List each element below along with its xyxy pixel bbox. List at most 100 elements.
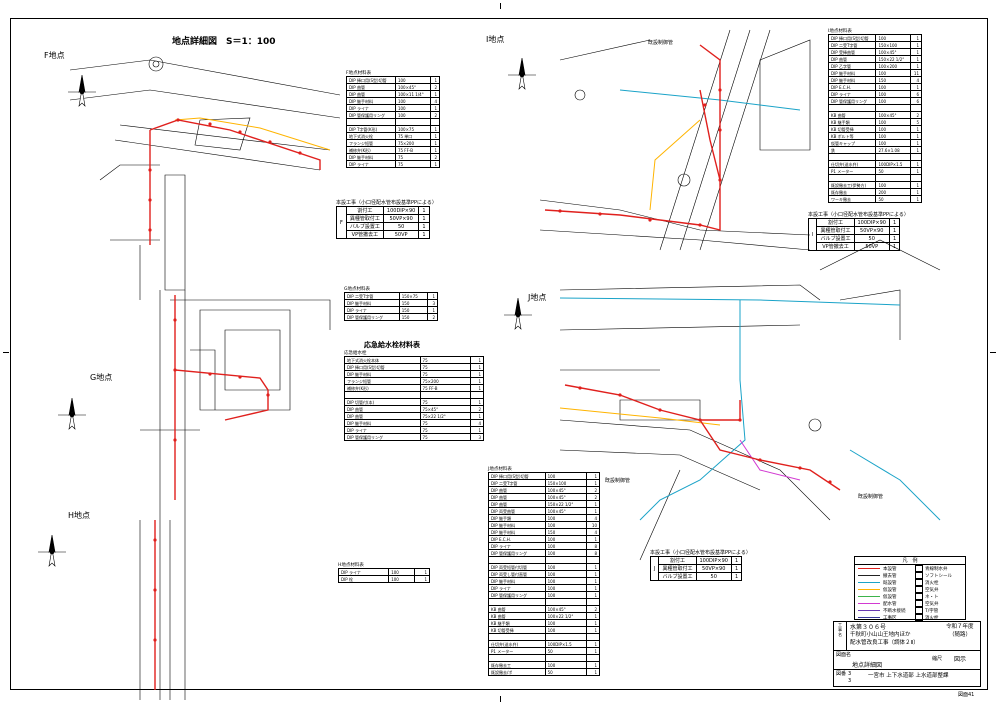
material-qty: 1 (909, 125, 923, 133)
material-size: 100 (544, 619, 587, 627)
material-size: 150 (398, 306, 428, 314)
legend-symbol-label: 消火栓 (925, 615, 939, 621)
legend-item: 撤去管ソフトシール (855, 572, 965, 579)
center-mark-top (500, 3, 501, 9)
material-name: 仮管キャップ (827, 139, 877, 147)
north-arrow-h (38, 534, 66, 567)
work-location-no: I (807, 218, 818, 251)
material-qty: 8 (585, 549, 601, 557)
work-spec: 50VP×90 (853, 226, 890, 235)
work-qty: 1 (888, 242, 901, 251)
legend-label: 仮設管 (883, 587, 897, 593)
map-label-existing-2: 既設制御管 (605, 478, 631, 484)
material-qty (585, 633, 601, 641)
material-qty: 10 (585, 521, 601, 529)
material-size: 100 (544, 577, 587, 585)
legend-item: 配水管空気弁 (855, 600, 965, 607)
work-qty: 1 (730, 572, 743, 581)
material-qty: 1 (430, 125, 440, 133)
j-site-map (559, 239, 941, 561)
emergency-title: 応急給水栓材料表 (364, 341, 420, 349)
material-qty: 1 (585, 619, 601, 627)
material-qty: 1 (909, 146, 923, 154)
emergency-subtitle: 応急給水栓 (344, 351, 367, 356)
material-size: 75 FF-B (419, 384, 471, 392)
material-qty: 8 (585, 542, 601, 550)
work-item: 異種管取付工 (658, 564, 697, 573)
material-name: KB 切管受挿 (827, 125, 877, 133)
material-qty: 1 (426, 292, 439, 300)
drawing-name: 地点詳細図 (852, 662, 883, 669)
legend-symbol-icon (915, 614, 923, 621)
f-new-pipe (149, 119, 321, 170)
legend-label: 撤去管 (883, 573, 897, 579)
work-item: 異種管取付工 (816, 226, 855, 235)
material-name (827, 104, 877, 112)
material-qty: 1 (469, 412, 485, 420)
material-qty (585, 556, 601, 564)
j-work-title: 本設工事（小口径配水管布設基準PPによる） (650, 550, 751, 556)
work-item: VP管撤去工 (345, 230, 384, 239)
legend-symbol-label: 消火栓 (925, 580, 939, 586)
material-size (544, 598, 587, 606)
material-size (544, 556, 587, 564)
material-size: 150×22 1/2° (875, 55, 911, 63)
material-size: 100×45° (875, 48, 911, 56)
material-qty: 1 (469, 384, 485, 392)
material-name: 仕切弁(送水弁) (827, 160, 877, 168)
legend-symbol-label: ネ・ト (925, 594, 939, 600)
material-size: 100×45° (544, 486, 587, 494)
material-qty: 2 (430, 83, 440, 91)
divider-1 (834, 650, 980, 651)
material-name: DIP 継手材料 (346, 153, 396, 161)
material-qty: 1 (585, 584, 601, 592)
material-size: 100DIP×1.5 (875, 160, 911, 168)
material-qty: 1 (909, 34, 923, 42)
material-name: フランジ短管 (344, 377, 421, 385)
work-spec: 100DIP×90 (695, 556, 732, 565)
legend-item: 仮設管空気弁 (855, 586, 965, 593)
work-qty: 1 (888, 234, 901, 243)
material-size: 100 (875, 132, 911, 140)
office-name: 一宮市 上下水道部 上水道部整課 (868, 673, 949, 679)
scale-value: 図示 (954, 656, 967, 663)
material-name: DIP 継手材料 (344, 299, 400, 307)
material-size: 75 (419, 419, 471, 427)
material-qty: 1 (585, 507, 601, 515)
material-size: 75×22 1/2° (419, 412, 471, 420)
north-arrow-j (504, 297, 532, 330)
material-qty: 4 (909, 76, 923, 84)
map-label-existing-3: 既設制御管 (858, 494, 884, 500)
material-name: DIP 二受T字管 (344, 292, 400, 300)
material-qty: 1 (909, 160, 923, 168)
material-size: 100 (394, 97, 432, 105)
material-name: DIP 管保護用リング (488, 591, 546, 599)
work-item: バルブ設置工 (816, 234, 855, 243)
material-size: 100 (875, 118, 911, 126)
legend: 凡 例 本設管青線制水弁撤去管ソフトシール既設管消火栓仮設管空気弁仮設管ネ・ト配… (854, 556, 966, 621)
material-size: 100×75 (394, 125, 432, 133)
material-qty: 11 (909, 69, 923, 77)
material-qty (430, 118, 440, 126)
